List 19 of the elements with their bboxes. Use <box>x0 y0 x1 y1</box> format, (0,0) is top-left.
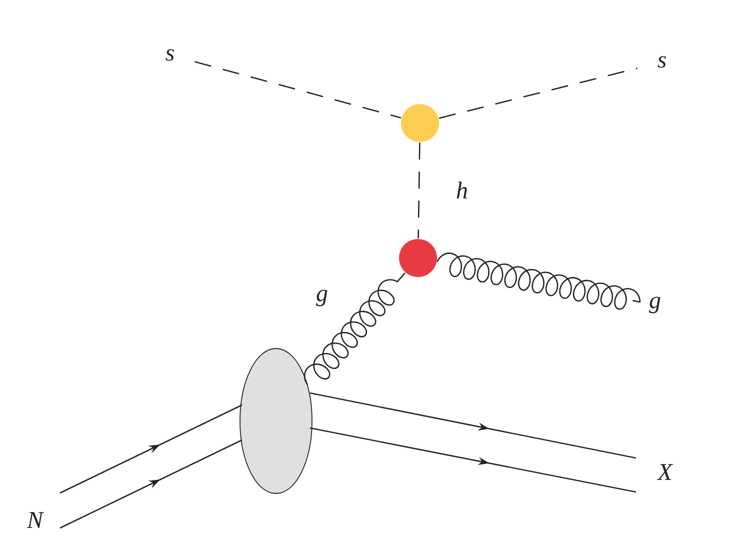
particle-label: s <box>658 56 666 68</box>
edge-label: h <box>456 182 467 198</box>
edge-label: g <box>316 290 328 306</box>
fermion-line <box>60 439 242 529</box>
particle-label: X <box>656 464 674 480</box>
blob-ellipse <box>240 348 312 494</box>
fermion-line <box>60 404 242 494</box>
gluon-line <box>436 252 641 310</box>
fermion-line <box>310 392 636 459</box>
particle-label: g <box>649 296 660 314</box>
fermion-line <box>310 427 636 493</box>
gluon-line <box>304 272 406 385</box>
scalar-line <box>194 61 402 118</box>
vertex-dot <box>399 239 437 277</box>
particle-label: N <box>26 512 44 528</box>
scalar-line <box>438 68 638 119</box>
scalar-line <box>418 142 420 238</box>
vertex-dot <box>401 104 439 142</box>
particle-label: s <box>166 49 174 61</box>
